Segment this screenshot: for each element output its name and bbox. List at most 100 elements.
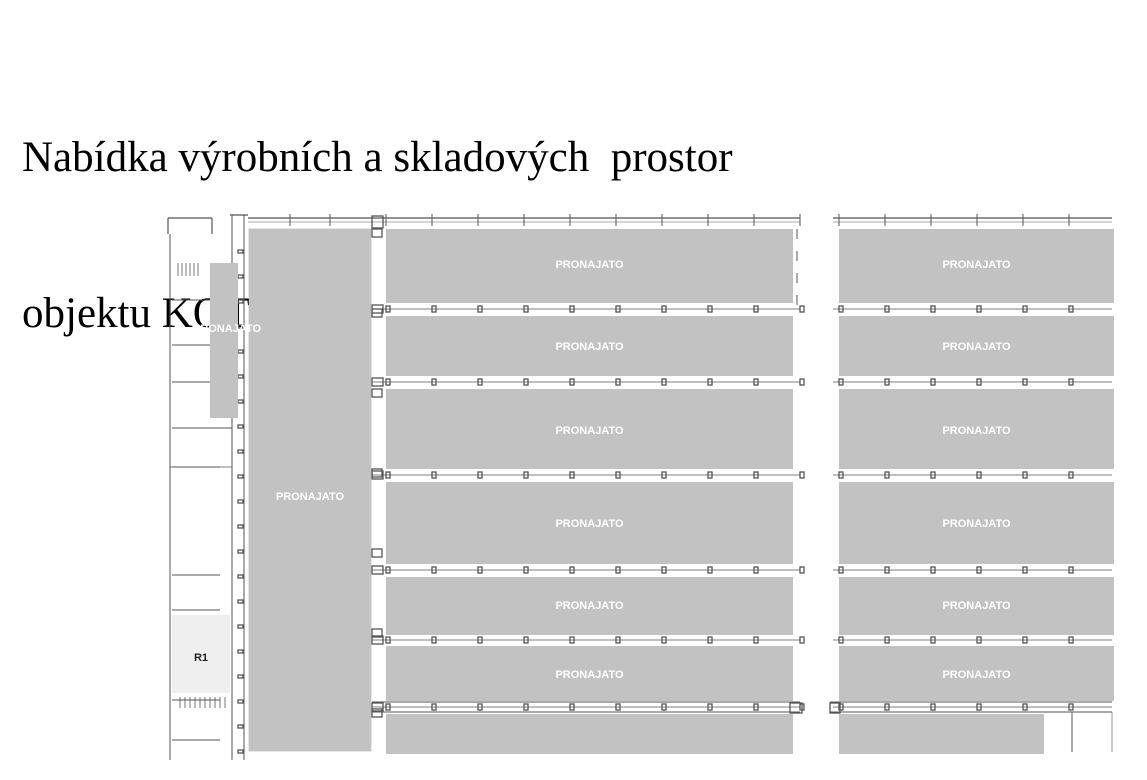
sep-tick-b [930,703,936,711]
walls-layer [167,214,1113,760]
pillar [371,388,383,398]
unit-hall-a-6 [386,646,793,701]
sep-tick-b [1068,566,1074,574]
sep-tick [615,566,621,574]
sep-tick [477,636,483,644]
sep-tick [569,703,575,711]
unit-hall-b-5 [839,577,1114,635]
wing-tick [237,549,244,554]
sep-tick-b [1068,703,1074,711]
hall-b-7 [839,714,1044,754]
sep-tick-b [976,378,982,386]
sep-tick [523,378,529,386]
sep-tick [707,305,713,313]
unit-hall-a-2 [386,316,793,376]
sep-pillar [371,635,384,645]
wing-tick [237,599,244,604]
sep-tick-b [884,305,890,313]
sep-tick [569,305,575,313]
sep-tick [477,566,483,574]
sep-tick-b [930,566,936,574]
sep-tick [615,305,621,313]
unit-label-hall-b-5: PRONAJATO [942,600,1010,612]
sep-tick-b [884,566,890,574]
unit-label-room-r1: R1 [194,652,208,664]
unit-hall-b-2 [839,316,1114,376]
unit-label-hall-a-4: PRONAJATO [555,518,623,530]
sep-tick-b [1022,471,1028,479]
labels-layer: PRONAJATO PRONAJATO PRONAJATO PRONAJATO PRON… [193,259,1011,681]
wing-tick [237,349,244,354]
sep-tick-b [838,703,844,711]
sep-tick [799,636,805,644]
wing-tick [237,449,244,454]
sep-tick [431,378,437,386]
unit-hall-b-4 [839,482,1114,564]
sep-tick-b [884,471,890,479]
sep-tick [523,636,529,644]
sep-tick-b [976,703,982,711]
sep-tick-b [884,703,890,711]
sep-tick-b [930,305,936,313]
unit-label-hall-b-6: PRONAJATO [942,669,1010,681]
pillar [371,228,383,238]
sep-tick [707,566,713,574]
hall-a-7 [386,714,793,754]
unit-label-tall-hall: PRONAJATO [276,491,344,503]
sep-tick-b [838,471,844,479]
unit-left-strip [210,263,238,418]
wing-tick [237,474,244,479]
wing-tick [237,299,244,304]
sep-tick-b [1068,471,1074,479]
wing-tick [237,249,244,254]
corner-a [789,702,803,714]
wing-tick [237,274,244,279]
sep-tick [385,703,391,711]
sep-tick [753,566,759,574]
sep-tick-b [1022,636,1028,644]
sep-tick [431,636,437,644]
wing-tick [237,499,244,504]
wing-tick [237,574,244,579]
wing-tick [237,674,244,679]
sep-tick-b [930,378,936,386]
sep-tick-b [884,636,890,644]
sep-tick-b [976,471,982,479]
sep-tick-b [1022,378,1028,386]
sep-tick [385,378,391,386]
sep-tick-b [838,378,844,386]
sep-tick-b [1022,703,1028,711]
sep-tick [661,566,667,574]
sep-tick [569,471,575,479]
sep-tick [523,566,529,574]
sep-tick [799,378,805,386]
unit-hall-a-4 [386,482,793,564]
sep-tick-b [930,636,936,644]
sep-pillar [371,304,384,314]
sep-tick [523,305,529,313]
sep-pillar [371,565,384,575]
page-title: Nabídka výrobních a skladových prostor o… [22,28,733,392]
unit-room-r1 [172,615,230,693]
units-layer [172,229,1114,754]
sep-pillar [371,470,384,480]
sep-tick-b [1022,566,1028,574]
sep-tick-b [1068,378,1074,386]
unit-label-left-strip: PRONAJATO [193,323,261,335]
sep-tick [385,636,391,644]
sep-tick [431,703,437,711]
sep-tick [753,636,759,644]
sep-pillar [371,702,384,712]
wing-tick [237,724,244,729]
sep-tick-b [838,636,844,644]
sep-tick [799,305,805,313]
sep-tick-b [1068,636,1074,644]
sep-tick-b [1022,305,1028,313]
sep-tick [753,305,759,313]
sep-tick [707,471,713,479]
sep-tick [569,566,575,574]
wing-tick [237,399,244,404]
unit-hall-a-1 [386,229,793,303]
title-line-1: Nabídka výrobních a skladových prostor [22,134,733,181]
sep-tick [523,703,529,711]
